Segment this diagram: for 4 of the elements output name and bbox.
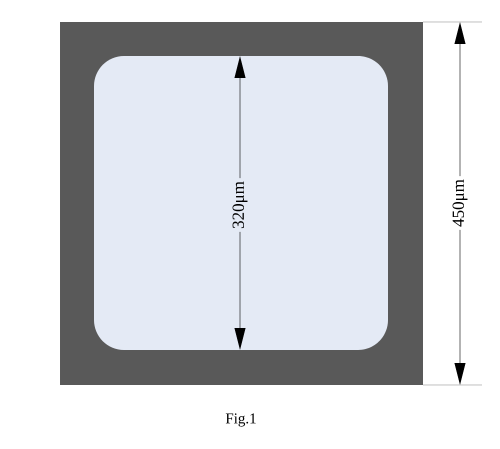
dimension-label: 320μm: [230, 178, 250, 232]
inner-rounded-square: [94, 56, 388, 350]
dimension-label: 450μm: [450, 176, 470, 230]
caption: Fig.1: [226, 413, 256, 427]
